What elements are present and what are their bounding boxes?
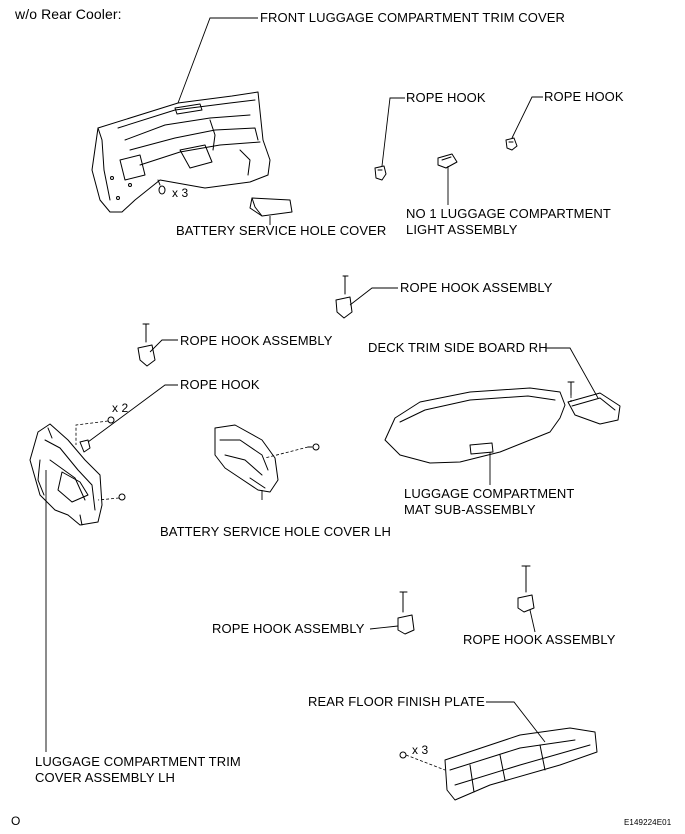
dash-side-clip-1 [75, 420, 109, 445]
leader-rope-hook-assy-1 [349, 287, 398, 306]
leader-rope-hook-assy-4 [529, 609, 536, 633]
figure-id: E149224E01 [624, 818, 672, 827]
qty-rear-clips: x 3 [412, 743, 429, 757]
leader-lines [45, 17, 599, 752]
label-rope-hook-assy-2: ROPE HOOK ASSEMBLY [180, 333, 333, 348]
label-rope-hook-1: ROPE HOOK [406, 90, 486, 105]
diagram-heading: w/o Rear Cooler: [15, 6, 122, 22]
leader-rope-hook-assy-2 [149, 339, 178, 353]
label-rope-hook-assy-1: ROPE HOOK ASSEMBLY [400, 280, 553, 295]
label-rope-hook-assy-3: ROPE HOOK ASSEMBLY [212, 621, 365, 636]
battery-cover-lh-part [214, 424, 279, 493]
installation-lines [75, 395, 572, 771]
label-light-assembly-line1: NO 1 LUGGAGE COMPARTMENT [406, 206, 611, 221]
deck-trim-side-board-part [567, 381, 621, 425]
label-trim-cover-lh-line1: LUGGAGE COMPARTMENT TRIM [35, 754, 241, 769]
dash-rear-clip [405, 754, 446, 771]
rope-hook-assembly-3-part [397, 591, 415, 635]
label-rear-plate: REAR FLOOR FINISH PLATE [308, 694, 485, 709]
dash-side-clip-2 [97, 497, 120, 501]
battery-cover-lh-clip-part [307, 443, 320, 451]
battery-service-hole-cover-part [249, 197, 293, 217]
rope-hook-3-part [79, 439, 91, 453]
label-battery-cover-lh: BATTERY SERVICE HOLE COVER LH [160, 524, 391, 539]
side-clip-2-part [118, 493, 126, 501]
front-clip-part [157, 179, 166, 195]
rope-hook-assembly-2-part [137, 323, 156, 367]
rope-hook-1-part [374, 165, 387, 181]
leader-rope-hook-2 [511, 96, 543, 139]
rope-hook-2-part [505, 137, 518, 151]
qty-side-clips: x 2 [112, 401, 129, 415]
leader-rope-hook-assy-3 [369, 625, 399, 630]
leader-rope-hook-3 [87, 384, 178, 443]
label-battery-cover: BATTERY SERVICE HOLE COVER [176, 223, 387, 238]
label-trim-cover-lh-line2: COVER ASSEMBLY LH [35, 770, 175, 785]
label-mat-line2: MAT SUB-ASSEMBLY [404, 502, 536, 517]
label-mat-line1: LUGGAGE COMPARTMENT [404, 486, 575, 501]
leader-rear-plate [486, 701, 546, 743]
label-front-trim-cover: FRONT LUGGAGE COMPARTMENT TRIM COVER [260, 10, 566, 25]
label-deck-trim-board: DECK TRIM SIDE BOARD RH [368, 340, 548, 355]
footer-left-mark: O [11, 814, 21, 828]
dash-battery-lh [264, 446, 309, 459]
trim-cover-lh-part [29, 423, 103, 526]
label-light-assembly-line2: LIGHT ASSEMBLY [406, 222, 518, 237]
luggage-mat-part [384, 387, 566, 464]
label-rope-hook-assy-4: ROPE HOOK ASSEMBLY [463, 632, 616, 647]
rear-floor-finish-plate-part [444, 727, 598, 801]
leader-rope-hook-1 [381, 97, 405, 167]
light-assembly-part [437, 153, 458, 169]
rope-hook-assembly-1-part [335, 275, 353, 319]
label-rope-hook-3: ROPE HOOK [180, 377, 260, 392]
rope-hook-assembly-4-part [517, 565, 535, 613]
side-clip-1-part [107, 416, 115, 424]
leader-front-trim-cover [177, 17, 258, 104]
qty-front-clips: x 3 [172, 186, 189, 200]
front-trim-cover-part [91, 91, 271, 213]
label-rope-hook-2: ROPE HOOK [544, 89, 624, 104]
leader-deck-trim [546, 347, 599, 399]
rear-clip-part [399, 751, 407, 759]
